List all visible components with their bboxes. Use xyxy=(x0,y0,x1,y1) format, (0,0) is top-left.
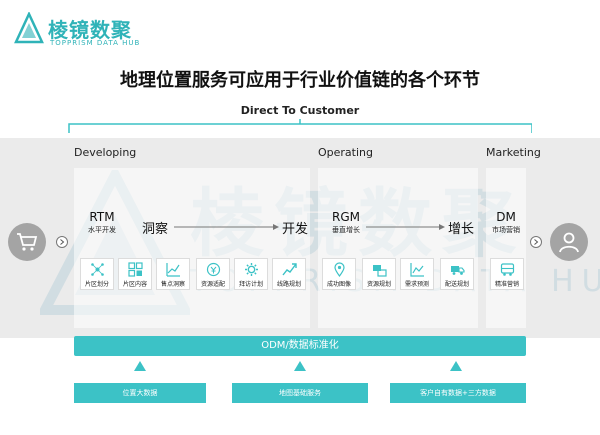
tile-resource-match: 资源适配 xyxy=(196,258,230,290)
stage-sub-rtm: 水平开发 xyxy=(88,226,116,234)
tile-demand-forecast: 需求预测 xyxy=(400,258,434,290)
page-title: 地理位置服务可应用于行业价值链的各个环节 xyxy=(120,70,480,91)
chevron-right-icon xyxy=(60,239,65,245)
panel-marketing xyxy=(486,168,526,328)
tile-label: 资源适配 xyxy=(200,281,225,288)
tile-label: 资源规划 xyxy=(366,281,391,288)
grid-icon xyxy=(128,262,143,277)
shopping-cart-icon xyxy=(17,233,38,251)
tile-delivery-plan: 配送规划 xyxy=(440,258,474,290)
truck-icon xyxy=(451,266,465,275)
tile-label: 售点洞察 xyxy=(160,281,185,288)
stage-code-dm: DM xyxy=(496,210,516,224)
phase-marketing: Marketing xyxy=(486,146,541,159)
stage-word-growth: 增长 xyxy=(448,222,475,237)
tile-label: 拜访计划 xyxy=(238,281,263,288)
stage-sub-dm: 市场营销 xyxy=(492,226,520,234)
customer-user-circle xyxy=(550,223,588,261)
top-bracket xyxy=(68,119,532,133)
network-icon xyxy=(91,263,104,276)
trend-icon xyxy=(282,263,297,276)
panel-operating xyxy=(318,168,478,328)
tile-label: 片区内容 xyxy=(122,281,147,288)
tile-success-image: 成功图像 xyxy=(322,258,356,290)
bus-icon xyxy=(500,263,515,276)
panel-developing xyxy=(74,168,310,328)
stage-code-rtm: RTM xyxy=(89,210,115,224)
up-arrow-icon xyxy=(450,361,462,371)
logo-mark-icon xyxy=(14,12,44,44)
chart-icon xyxy=(166,263,180,277)
tile-visit-plan: 拜访计划 xyxy=(234,258,268,290)
customer-cart-circle xyxy=(8,223,46,261)
chevron-left-circle xyxy=(56,236,68,248)
user-icon xyxy=(559,232,579,253)
source-location-bigdata: 位置大数据 xyxy=(74,383,206,403)
tile-store-insight: 售点洞察 xyxy=(156,258,190,290)
stage-code-rgm: RGM xyxy=(332,210,360,224)
logo-subtitle: TOPPRISM DATA HUB xyxy=(50,39,141,47)
brand-logo: 棱镜数聚 TOPPRISM DATA HUB xyxy=(14,10,164,50)
tile-precise-marketing: 精准营销 xyxy=(490,258,524,290)
pin-icon xyxy=(334,262,345,277)
tile-label: 成功图像 xyxy=(326,281,351,288)
stage-word-develop: 开发 xyxy=(282,222,309,237)
source-customer-third-party-data: 客户自有数据+三方数据 xyxy=(390,383,526,403)
audience-label: Direct To Customer xyxy=(240,104,360,117)
tile-area-division: 片区划分 xyxy=(80,258,114,290)
chevron-right-icon xyxy=(534,239,539,245)
tile-resource-plan: 资源规划 xyxy=(362,258,396,290)
stage-sub-rgm: 垂直增长 xyxy=(332,226,360,234)
chevron-right-circle xyxy=(530,236,542,248)
gear-icon xyxy=(245,263,258,276)
boxes-icon xyxy=(373,265,387,277)
tile-label: 配送规划 xyxy=(444,281,469,288)
phase-operating: Operating xyxy=(318,146,373,159)
logo-title: 棱镜数聚 xyxy=(48,18,132,42)
coin-icon xyxy=(206,262,221,277)
tile-route-plan: 线路规划 xyxy=(272,258,306,290)
stage-word-insight: 洞察 xyxy=(142,222,169,237)
odm-standardization-bar: ODM/数据标准化 xyxy=(74,336,526,356)
up-arrow-icon xyxy=(134,361,146,371)
tile-label: 需求预测 xyxy=(404,281,429,288)
tile-area-content: 片区内容 xyxy=(118,258,152,290)
up-arrow-icon xyxy=(294,361,306,371)
source-map-basic-service: 地图基础服务 xyxy=(232,383,368,403)
tile-label: 线路规划 xyxy=(276,281,301,288)
tile-label: 精准营销 xyxy=(494,281,519,288)
forecast-icon xyxy=(410,263,424,277)
phase-developing: Developing xyxy=(74,146,137,159)
tile-label: 片区划分 xyxy=(84,281,109,288)
